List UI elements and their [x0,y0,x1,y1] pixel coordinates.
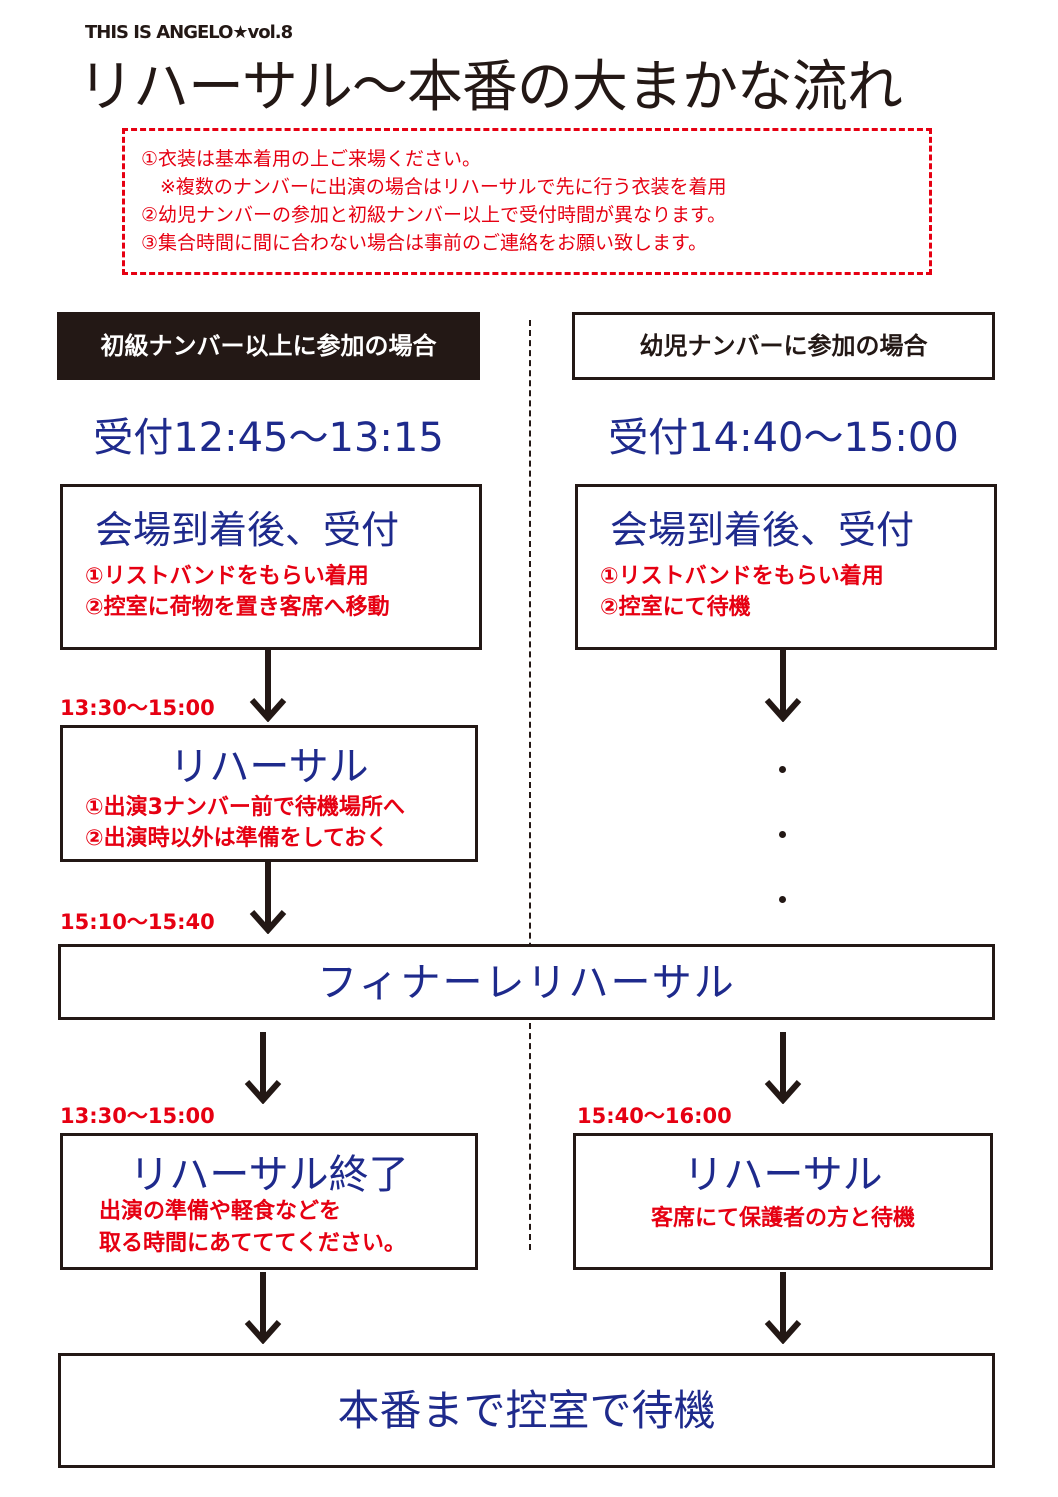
box-line: ①出演3ナンバー前で待機場所へ [85,795,405,820]
box-line: ①リストバンドをもらい着用 [85,564,369,589]
left-end-time: 13:30～15:00 [60,1104,215,1128]
arrow-down-icon [249,862,287,934]
note-3: ③集合時間に間に合わない場合は事前のご連絡をお願い致します。 [141,232,708,254]
box-title: リハーサル終了 [129,1152,409,1198]
box-line: ②控室に荷物を置き客席へ移動 [85,595,390,620]
box-title: リハーサル [683,1152,883,1198]
arrow-down-icon [244,1032,282,1104]
arrow-down-icon [244,1272,282,1344]
left-rehearsal-end-box: リハーサル終了 出演の準備や軽食などを 取る時間にあてててください。 [60,1133,478,1270]
ellipsis-dot [779,831,786,838]
box-line: ②控室にて待機 [600,595,751,620]
right-column-header: 幼児ナンバーに参加の場合 [572,312,995,380]
right-rehearsal-time: 15:40～16:00 [577,1104,732,1128]
right-rehearsal-box: リハーサル 客席にて保護者の方と待機 [573,1133,993,1270]
note-1: ①衣装は基本着用の上ご来場ください。 [141,148,482,170]
box-title: リハーサル [169,744,369,790]
arrow-down-icon [764,650,802,722]
left-rehearsal-box: リハーサル ①出演3ナンバー前で待機場所へ ②出演時以外は準備をしておく [60,725,478,862]
box-title: 会場到着後、受付 [610,508,915,552]
ellipsis-dot [779,766,786,773]
left-arrival-box: 会場到着後、受付 ①リストバンドをもらい着用 ②控室に荷物を置き客席へ移動 [60,484,482,650]
event-subtitle: THIS IS ANGELO★vol.8 [85,22,293,43]
box-title: 会場到着後、受付 [95,508,400,552]
box-line: 取る時間にあてててください。 [99,1231,406,1256]
right-arrival-box: 会場到着後、受付 ①リストバンドをもらい着用 ②控室にて待機 [575,484,997,650]
arrow-down-icon [764,1032,802,1104]
finale-rehearsal-box: フィナーレリハーサル [58,944,995,1020]
note-1-sub: ※複数のナンバーに出演の場合はリハーサルで先に行う衣装を着用 [141,176,727,198]
box-line: ②出演時以外は準備をしておく [85,826,389,851]
final-wait-box: 本番まで控室で待機 [58,1353,995,1468]
box-line: 出演の準備や軽食などを [99,1199,342,1224]
note-2: ②幼児ナンバーの参加と初級ナンバー以上で受付時間が異なります。 [141,204,727,226]
arrow-down-icon [249,650,287,722]
left-column-header: 初級ナンバー以上に参加の場合 [57,312,480,380]
right-reception-time: 受付14:40～15:00 [608,415,959,461]
ellipsis-dot [779,896,786,903]
left-rehearsal-time: 13:30～15:00 [60,696,215,720]
box-line: ①リストバンドをもらい着用 [600,564,884,589]
column-divider [529,320,531,1250]
box-line: 客席にて保護者の方と待機 [650,1206,915,1231]
finale-time: 15:10～15:40 [60,910,215,934]
arrow-down-icon [764,1272,802,1344]
notes-box: ①衣装は基本着用の上ご来場ください。 ※複数のナンバーに出演の場合はリハーサルで… [122,128,932,275]
page-title: リハーサル～本番の大まかな流れ [78,55,903,120]
left-reception-time: 受付12:45～13:15 [93,415,444,461]
